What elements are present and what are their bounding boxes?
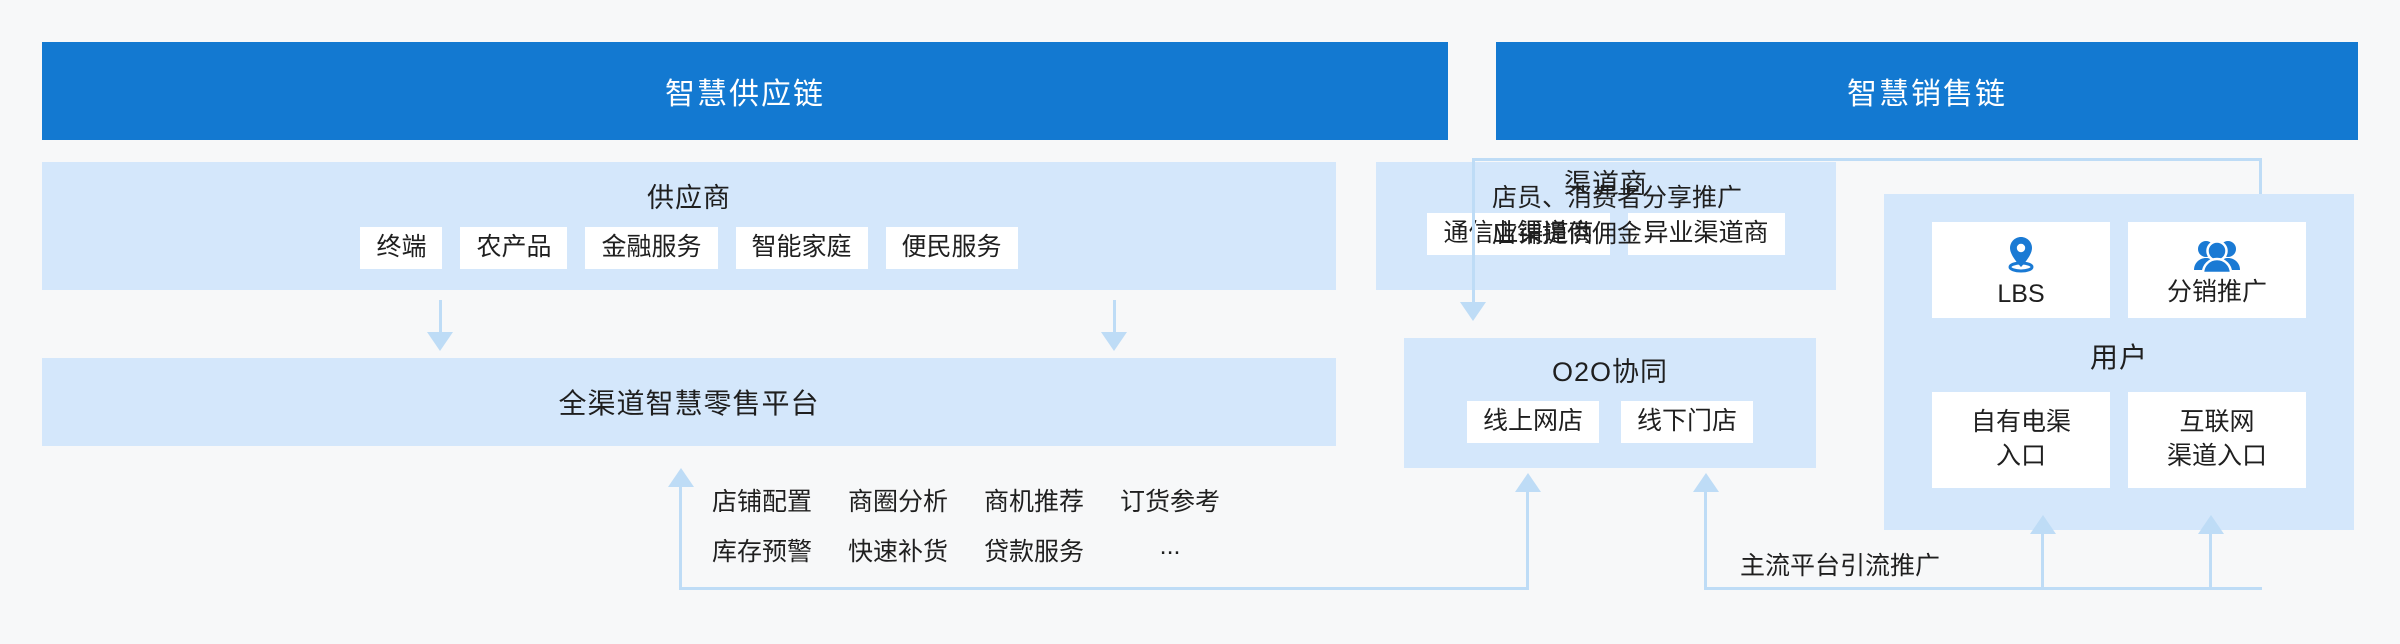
connector-services-to-o2o-riser (1526, 492, 1529, 588)
connector-o2o-from-user-riser (1704, 492, 1707, 588)
user-entry-row: 自有电渠入口 互联网渠道入口 (1884, 392, 2354, 488)
channel-chip[interactable]: 通信业渠道商 (1427, 213, 1610, 255)
arrowhead-supplier-to-platform (427, 332, 453, 351)
service-item: 库存预警 (712, 538, 813, 566)
user-entry-card[interactable]: 互联网渠道入口 (2128, 392, 2306, 488)
panel-supplier: 供应商 终端 农产品 金融服务 智能家庭 便民服务 (42, 162, 1336, 290)
service-item: 快速补货 (848, 538, 949, 566)
service-item: 贷款服务 (984, 538, 1085, 566)
panel-user: LBS 分销推广 用户 自有电渠入口 互联网渠道 (1884, 194, 2354, 530)
service-item: 商机推荐 (984, 488, 1085, 516)
supplier-chip[interactable]: 农产品 (460, 227, 568, 269)
supplier-chip[interactable]: 金融服务 (585, 227, 718, 269)
supplier-chip[interactable]: 终端 (360, 227, 443, 269)
arrowhead-share-to-o2o (1460, 302, 1486, 321)
user-icon-row: LBS 分销推广 (1884, 222, 2354, 318)
panel-channel: 渠道商 通信业渠道商 异业渠道商 (1376, 162, 1836, 290)
connector-share-to-o2o (1472, 158, 1475, 308)
channel-chip[interactable]: 异业渠道商 (1627, 213, 1785, 255)
header-sales-chain: 智慧销售链 (1496, 42, 2358, 140)
connector-share-top-rail (1472, 158, 2262, 161)
supplier-chip[interactable]: 智能家庭 (735, 227, 868, 269)
users-group-icon (2193, 236, 2241, 276)
user-title: 用户 (2089, 342, 2148, 373)
platform-title: 全渠道智慧零售平台 (558, 388, 820, 419)
connector-services-bottom-rail (679, 587, 1529, 590)
connector-share-rail-right-drop (2259, 158, 2262, 194)
connector-traffic-riser-right (2209, 534, 2212, 588)
connector-channel-to-platform (1113, 300, 1116, 338)
user-card-label: LBS (1997, 279, 2045, 308)
channel-title: 渠道商 (1564, 169, 1648, 199)
o2o-chip-row: 线上网店 线下门店 (1404, 401, 1816, 443)
user-card-label: 分销推广 (2166, 277, 2267, 306)
arrowhead-traffic-right (2198, 515, 2224, 534)
supplier-chip-row: 终端 农产品 金融服务 智能家庭 便民服务 (42, 227, 1336, 269)
header-supply-chain: 智慧供应链 (42, 42, 1448, 140)
connector-traffic-bottom-rail (1704, 587, 2262, 590)
arrowhead-services-to-platform (668, 468, 694, 487)
user-card-lbs[interactable]: LBS (1932, 222, 2110, 318)
connector-traffic-riser-left (2041, 534, 2044, 588)
user-entry-card[interactable]: 自有电渠入口 (1932, 392, 2110, 488)
supplier-title: 供应商 (647, 183, 731, 213)
supplier-chip[interactable]: 便民服务 (885, 227, 1018, 269)
arrowhead-services-to-o2o (1515, 473, 1541, 492)
arrowhead-traffic-left (2030, 515, 2056, 534)
panel-o2o: O2O协同 线上网店 线下门店 (1404, 338, 1816, 468)
connector-supplier-to-platform (439, 300, 442, 338)
arrowhead-channel-to-platform (1101, 332, 1127, 351)
o2o-chip[interactable]: 线上网店 (1466, 401, 1599, 443)
channel-chip-row: 通信业渠道商 异业渠道商 (1376, 213, 1836, 255)
o2o-title: O2O协同 (1551, 357, 1669, 387)
connector-services-riser (679, 487, 682, 590)
note-share-promotion: 店员、消费者分享推广店铺提供佣金 (1492, 184, 1743, 249)
arrowhead-user-to-o2o (1693, 473, 1719, 492)
service-item: 店铺配置 (712, 488, 813, 516)
service-item: 订货参考 (1120, 488, 1221, 516)
panel-platform: 全渠道智慧零售平台 (42, 358, 1336, 446)
o2o-chip[interactable]: 线下门店 (1621, 401, 1754, 443)
location-pin-icon (2001, 234, 2041, 278)
service-item: 商圈分析 (848, 488, 949, 516)
service-list: 店铺配置 商圈分析 商机推荐 订货参考 库存预警 快速补货 贷款服务 ... (712, 482, 1220, 568)
note-platform-traffic: 主流平台引流推广 (1740, 552, 1941, 580)
user-card-distribution[interactable]: 分销推广 (2128, 222, 2306, 318)
service-item: ... (1159, 532, 1181, 560)
